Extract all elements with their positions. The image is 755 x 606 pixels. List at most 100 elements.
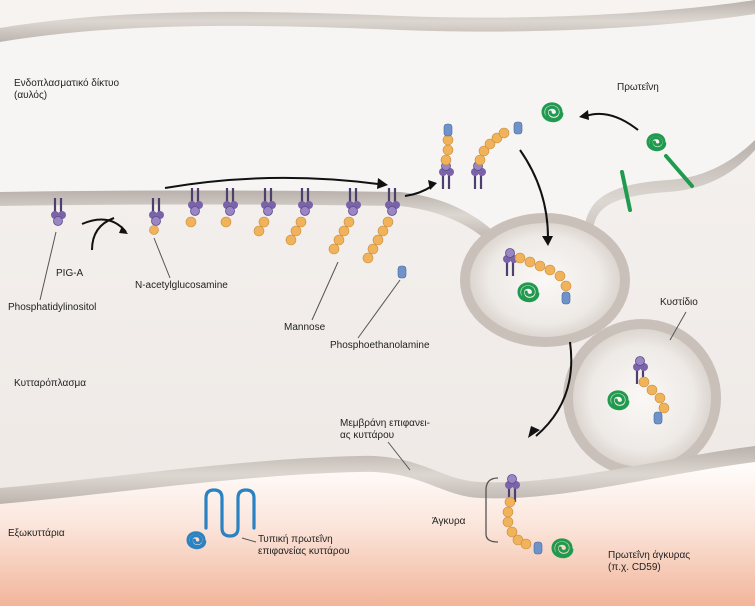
lipid-stage-8-ethanolamine	[397, 265, 407, 279]
pig-a-arrow-1-head	[119, 226, 128, 234]
budding-arrow-head	[542, 236, 553, 246]
n-acetylglucosamine-label: N-acetylglucosamine	[135, 280, 228, 291]
er-membrane-top	[0, 0, 755, 42]
lipid-stage-8-sugar-3	[367, 243, 379, 255]
budding-vesicle-anchor-sugar-4	[554, 270, 566, 282]
anchor-protein-label: Πρωτεΐνη άγκυρας (π.χ. CD59)	[608, 550, 690, 574]
leader-n-acetylglucosamine	[153, 237, 171, 279]
lipid-stage-8-inositol	[387, 206, 397, 216]
er-precursor-tail	[664, 154, 694, 188]
surface-anchor-inositol	[507, 474, 517, 484]
leader-phosphoethanolamine	[357, 279, 401, 339]
molecular-marks	[39, 102, 694, 559]
lipid-stage-7-sugar-1	[338, 225, 350, 237]
lipid-stage-6-sugar-2	[285, 234, 297, 246]
budding-vesicle-anchor-inositol	[505, 248, 515, 258]
vesicle-anchor-sugar-3	[658, 402, 670, 414]
exocytosis-arrow-head	[528, 426, 540, 438]
anchor-bracket	[485, 477, 499, 543]
cytoplasm-label: Κυτταρόπλασμα	[14, 378, 87, 389]
lipid-stage-7-inositol	[348, 206, 358, 216]
lipid-stage-4-sugar-0	[220, 216, 232, 228]
vesicle-anchor-sugar-1	[646, 384, 658, 396]
surface-anchor-sugar-5	[520, 538, 532, 550]
extracellular-space	[0, 458, 755, 606]
lipid-stage-3-sugar-0	[185, 216, 197, 228]
surface-anchor-ethanolamine	[533, 541, 543, 555]
lipid-stage-8-sugar-1	[377, 225, 389, 237]
lipid-stage-6-inositol	[300, 206, 310, 216]
lumen-anchor-1-sugar-0	[440, 154, 452, 166]
lipid-stage-6-sugar-0	[295, 216, 307, 228]
lipid-stage-2-inositol	[151, 216, 161, 226]
vesicle-anchor-inositol	[635, 356, 645, 366]
typical-protein-domain	[186, 531, 207, 550]
lipid-stage-6-sugar-1	[290, 225, 302, 237]
lipid-stage-5-sugar-1	[253, 225, 265, 237]
vesicle-anchor-sugar-0	[638, 376, 650, 388]
vesicle-label: Κυστίδιο	[660, 297, 698, 308]
er-lumen-label-line2: (αυλός)	[14, 90, 48, 101]
exocytosis-arrow	[535, 341, 573, 437]
pig-a-label: PIG-A	[56, 268, 84, 279]
cleaved-signal-peptide	[620, 170, 632, 212]
plasma-membrane-label: Μεμβράνη επιφανει- ας κυττάρου	[340, 418, 430, 442]
lumen-anchor-1-ethanolamine	[443, 123, 453, 137]
lumen-anchor-1-sugar-1	[442, 144, 454, 156]
lumen-anchor-2-sugar-1	[478, 145, 490, 157]
lipid-stage-5-inositol	[263, 206, 273, 216]
leader-mannose	[311, 261, 339, 321]
typical-protein-label-line2: επιφανείας κυττάρου	[258, 546, 350, 557]
pig-a-arrow-2	[91, 217, 115, 251]
budding-vesicle-anchor-sugar-1	[524, 256, 536, 268]
anchor-protein-label-line2: (π.χ. CD59)	[608, 562, 661, 573]
surface-anchor-sugar-2	[502, 516, 514, 528]
plasma-membrane-label-line1: Μεμβράνη επιφανει-	[340, 418, 430, 429]
surface-anchor-sugar-0	[504, 496, 516, 508]
phosphoethanolamine-label: Phosphoethanolamine	[330, 340, 430, 351]
er-membrane-bottom	[0, 190, 492, 240]
lipid-stage-7-sugar-2	[333, 234, 345, 246]
assembly-arrow	[164, 176, 379, 189]
lipid-stage-8-sugar-0	[382, 216, 394, 228]
lumen-anchor-2-sugar-4	[498, 127, 510, 139]
lipid-stage-1-inositol	[53, 216, 63, 226]
typical-protein-label: Τυπική πρωτεΐνη επιφανείας κυττάρου	[258, 534, 350, 558]
anchor-label: Άγκυρα	[432, 516, 466, 527]
surface-anchor-protein	[551, 538, 574, 559]
lipid-stage-4-inositol	[225, 206, 235, 216]
er-lumen-label: Ενδοπλασματικό δίκτυο (αυλός)	[14, 78, 119, 102]
budding-vesicle-anchor-sugar-0	[514, 252, 526, 264]
extracellular-label: Εξωκυττάρια	[8, 528, 65, 539]
lipid-stage-7-sugar-0	[343, 216, 355, 228]
protein-label: Πρωτεΐνη	[617, 82, 659, 93]
lipid-stage-8-sugar-4	[362, 252, 374, 264]
leader-phosphatidylinositol	[39, 231, 57, 301]
er-membrane-neck	[584, 140, 755, 262]
phosphatidylinositol-label: Phosphatidylinositol	[8, 302, 97, 313]
vesicle-anchor-ethanolamine	[653, 411, 663, 425]
surface-anchor-sugar-3	[506, 526, 518, 538]
lipid-stage-5-sugar-0	[258, 216, 270, 228]
leader-typical-protein	[241, 537, 257, 543]
transamidation-arrow-head	[579, 110, 589, 120]
leader-plasma-membrane	[387, 441, 411, 471]
leader-vesicle	[669, 311, 687, 341]
vesicle-anchor-sugar-2	[654, 392, 666, 404]
lumen-anchor-2-sugar-2	[484, 138, 496, 150]
budding-vesicle-anchor-sugar-3	[544, 264, 556, 276]
lumen-anchor-2-sugar-0	[474, 154, 486, 166]
surface-anchor-sugar-1	[502, 506, 514, 518]
budding-vesicle-anchor-sugar-2	[534, 260, 546, 272]
mannose-label: Mannose	[284, 322, 326, 333]
er-precursor-protein	[646, 133, 667, 152]
budding-arrow	[519, 149, 549, 239]
flip-arrow-head	[428, 180, 437, 190]
budding-vesicle-anchor-ethanolamine	[561, 291, 571, 305]
vesicle-protein	[607, 390, 630, 411]
er-lumen-label-line1: Ενδοπλασματικό δίκτυο	[14, 78, 120, 89]
typical-protein-label-line1: Τυπική πρωτεΐνη	[258, 534, 333, 545]
anchor-protein-label-line1: Πρωτεΐνη άγκυρας	[608, 550, 691, 561]
